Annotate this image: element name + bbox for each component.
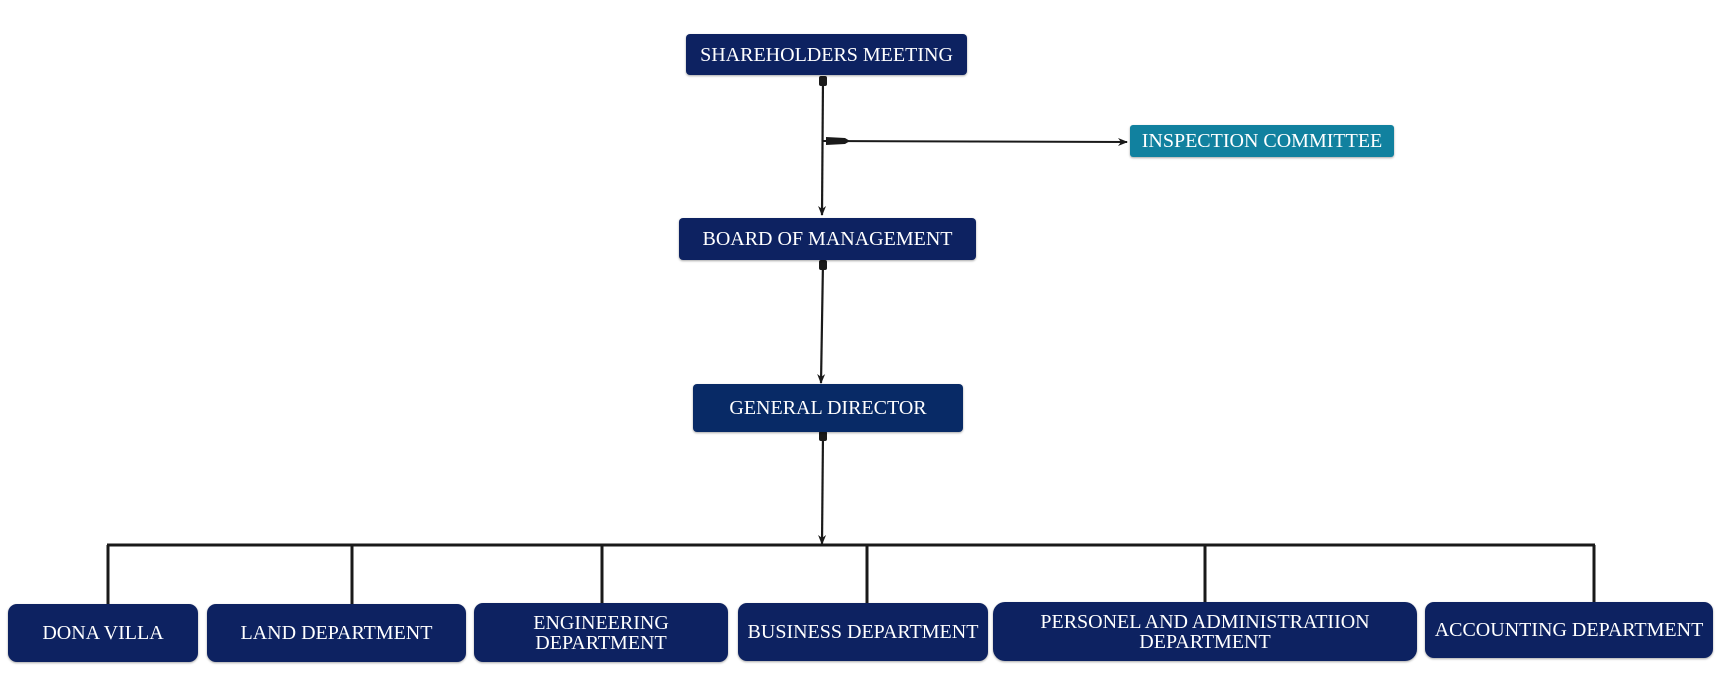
dept-dona-villa: DONA VILLA: [8, 604, 198, 662]
connector-shareholders-board: [818, 77, 827, 216]
general-director-node: GENERAL DIRECTOR: [693, 384, 963, 432]
dept-accounting-label: ACCOUNTING DEPARTMENT: [1434, 619, 1704, 641]
dept-engineering-label-line2: DEPARTMENT: [535, 631, 667, 654]
connector-director-bus: [818, 432, 827, 545]
dept-accounting: ACCOUNTING DEPARTMENT: [1425, 602, 1713, 658]
inspection-committee-node: INSPECTION COMMITTEE: [1130, 125, 1394, 157]
dept-engineering: ENGINEERING DEPARTMENT: [474, 603, 728, 662]
shareholders-meeting-label: SHAREHOLDERS MEETING: [700, 43, 953, 66]
connector-board-director: [817, 261, 826, 384]
connector-inspection: [822, 137, 1128, 146]
board-of-management-node: BOARD OF MANAGEMENT: [679, 218, 976, 260]
connector-tab-director: [819, 431, 827, 441]
dept-engineering-label-line1: ENGINEERING: [533, 611, 669, 634]
connector-tab-inspection: [826, 137, 850, 145]
dept-personnel-label-line1: PERSONEL AND ADMINISTRATIION: [1040, 610, 1370, 633]
connector-tab-board: [819, 260, 827, 270]
dept-business-label: BUSINESS DEPARTMENT: [747, 621, 979, 643]
connector-tab-shareholders: [819, 76, 827, 86]
dept-personnel-label-line2: DEPARTMENT: [1139, 630, 1271, 653]
board-of-management-label: BOARD OF MANAGEMENT: [702, 228, 953, 250]
shareholders-meeting-node: SHAREHOLDERS MEETING: [686, 34, 967, 75]
dept-land-label: LAND DEPARTMENT: [240, 622, 433, 644]
dept-personnel-administration: PERSONEL AND ADMINISTRATIION DEPARTMENT: [993, 602, 1417, 661]
dept-dona-villa-label: DONA VILLA: [42, 622, 164, 644]
dept-business: BUSINESS DEPARTMENT: [738, 603, 988, 661]
dept-land: LAND DEPARTMENT: [207, 604, 466, 662]
general-director-label: GENERAL DIRECTOR: [729, 397, 927, 419]
inspection-committee-label: INSPECTION COMMITTEE: [1141, 130, 1383, 152]
